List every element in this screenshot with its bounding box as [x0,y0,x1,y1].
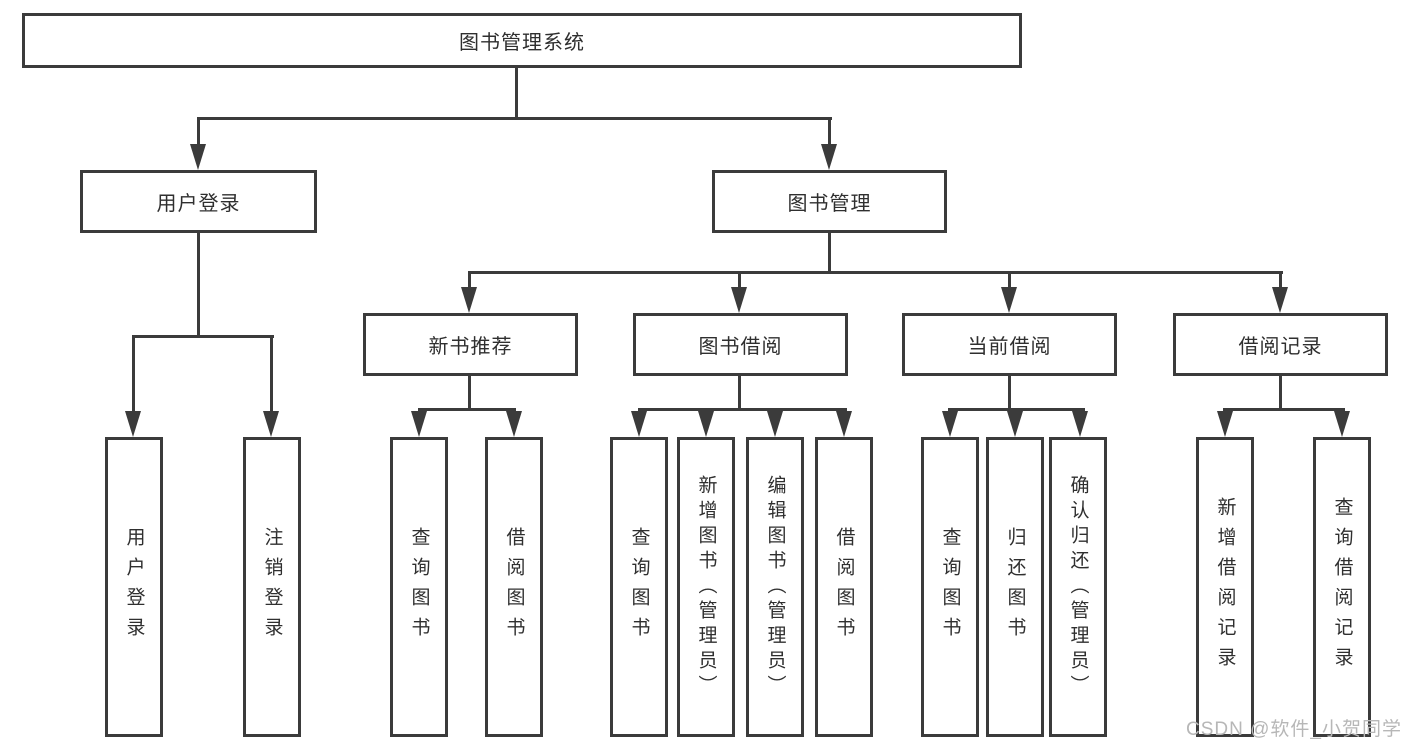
leaf-node-confirm-return-admin: 确认归还（管理员） [1049,437,1107,737]
leaf-label: 查询图书 [939,527,961,647]
arrow-down-icon [698,411,714,437]
leaf-label: 编辑图书（管理员） [764,474,786,700]
leaf-node-borrow-books-recommend: 借阅图书 [485,437,543,737]
leaf-label: 新增图书（管理员） [695,474,717,700]
connector-line [197,117,832,120]
leaf-node-query-borrow-record: 查询借阅记录 [1313,437,1371,737]
leaf-node-borrow-books: 借阅图书 [815,437,873,737]
leaf-node-logout: 注销登录 [243,437,301,737]
connector-line [1223,408,1345,411]
connector-line [1279,274,1282,290]
node-new-book-recommend-label: 新书推荐 [428,336,513,358]
arrow-down-icon [731,287,747,313]
arrow-down-icon [1001,287,1017,313]
arrow-down-icon [1272,287,1288,313]
leaf-label: 新增借阅记录 [1214,497,1236,677]
connector-line [197,120,200,148]
leaf-node-query-books-current: 查询图书 [921,437,979,737]
arrow-down-icon [190,144,206,170]
leaf-node-return-books: 归还图书 [986,437,1044,737]
connector-line [638,408,847,411]
node-book-borrow-label: 图书借阅 [698,336,783,358]
arrow-down-icon [836,411,852,437]
arrow-down-icon [263,411,279,437]
connector-line [738,376,741,411]
arrow-down-icon [1072,411,1088,437]
arrow-down-icon [767,411,783,437]
connector-line [948,408,1085,411]
arrow-down-icon [1007,411,1023,437]
node-user-login-label: 用户登录 [156,193,241,215]
connector-line [515,68,518,120]
connector-line [132,338,135,416]
node-book-management: 图书管理 [712,170,947,233]
arrow-down-icon [631,411,647,437]
arrow-down-icon [1334,411,1350,437]
arrow-down-icon [125,411,141,437]
node-root: 图书管理系统 [22,13,1022,68]
connector-line [270,338,273,416]
leaf-label: 用户登录 [123,527,145,647]
leaf-node-add-borrow-record: 新增借阅记录 [1196,437,1254,737]
connector-line [1008,376,1011,411]
leaf-node-query-books-recommend: 查询图书 [390,437,448,737]
watermark: CSDN @软件_小贺同学 [1186,719,1402,740]
arrow-down-icon [1217,411,1233,437]
connector-line [132,335,274,338]
node-book-management-label: 图书管理 [787,193,872,215]
node-book-borrow: 图书借阅 [633,313,848,376]
connector-line [738,274,741,290]
leaf-label: 注销登录 [261,527,283,647]
connector-line [1279,376,1282,411]
leaf-node-query-books-borrow: 查询图书 [610,437,668,737]
arrow-down-icon [942,411,958,437]
connector-line [197,233,200,338]
node-user-login: 用户登录 [80,170,317,233]
connector-line [828,120,831,148]
arrow-down-icon [461,287,477,313]
node-new-book-recommend: 新书推荐 [363,313,578,376]
leaf-label: 查询借阅记录 [1331,497,1353,677]
leaf-node-edit-books-admin: 编辑图书（管理员） [746,437,804,737]
connector-line [468,376,471,411]
arrow-down-icon [506,411,522,437]
leaf-node-user-login: 用户登录 [105,437,163,737]
leaf-label: 确认归还（管理员） [1067,474,1089,700]
node-current-borrow: 当前借阅 [902,313,1117,376]
connector-line [468,271,1283,274]
leaf-label: 查询图书 [628,527,650,647]
arrow-down-icon [411,411,427,437]
node-borrow-records-label: 借阅记录 [1238,336,1323,358]
arrow-down-icon [821,144,837,170]
node-current-borrow-label: 当前借阅 [967,336,1052,358]
leaf-label: 借阅图书 [833,527,855,647]
leaf-label: 归还图书 [1004,527,1026,647]
leaf-label: 查询图书 [408,527,430,647]
connector-line [828,233,831,274]
leaf-node-add-books-admin: 新增图书（管理员） [677,437,735,737]
connector-line [1008,274,1011,290]
node-root-label: 图书管理系统 [459,32,585,54]
connector-line [418,408,516,411]
node-borrow-records: 借阅记录 [1173,313,1388,376]
connector-line [468,274,471,290]
leaf-label: 借阅图书 [503,527,525,647]
